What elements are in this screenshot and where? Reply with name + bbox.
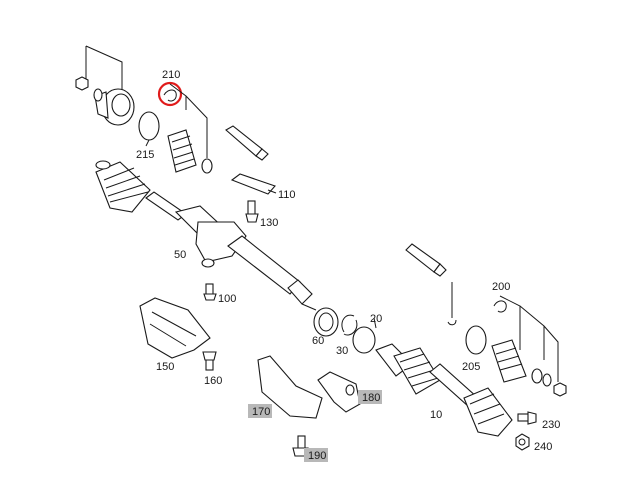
grease-tube-part[interactable] (225, 125, 269, 161)
label-bg-170 (248, 404, 272, 418)
label-130[interactable]: 130 (260, 217, 278, 229)
circlip-30-part[interactable] (341, 314, 358, 336)
main-drive-shaft-part[interactable] (95, 160, 317, 311)
clamp-ring-part[interactable] (201, 158, 213, 174)
upper-joint-kit (75, 45, 277, 223)
bolt-230-part[interactable] (517, 411, 537, 425)
label-160[interactable]: 160 (204, 375, 222, 387)
clip-200-part[interactable] (493, 300, 507, 313)
label-170[interactable]: 170 (252, 406, 270, 418)
label-230[interactable]: 230 (542, 419, 560, 431)
label-bg-180 (358, 390, 382, 404)
label-20[interactable]: 20 (370, 313, 382, 325)
bolt-100-part[interactable] (203, 283, 217, 301)
bracket-110-part[interactable] (230, 173, 277, 195)
heat-shield-150-part[interactable] (139, 297, 211, 359)
label-30[interactable]: 30 (336, 345, 348, 357)
lower-drive-shaft-part[interactable] (375, 343, 513, 437)
clip-210-part[interactable] (157, 81, 183, 107)
label-110[interactable]: 110 (278, 189, 296, 201)
label-210[interactable]: 210 (162, 69, 180, 81)
axle-boot-part[interactable] (167, 129, 197, 173)
grease-tube-right-part[interactable] (405, 243, 441, 273)
label-240[interactable]: 240 (534, 441, 552, 453)
label-150[interactable]: 150 (156, 361, 174, 373)
nut-240-part[interactable] (515, 433, 530, 451)
label-100[interactable]: 100 (218, 293, 236, 305)
bolt-130-part[interactable] (245, 200, 259, 223)
label-200[interactable]: 200 (492, 281, 510, 293)
label-180[interactable]: 180 (362, 392, 380, 404)
label-215[interactable]: 215 (136, 149, 154, 161)
right-joint-kit (405, 243, 567, 397)
label-50[interactable]: 50 (174, 249, 186, 261)
ring-215-part[interactable] (138, 111, 160, 141)
boot-right-part[interactable] (491, 339, 527, 383)
bolt-160-part[interactable] (202, 351, 217, 371)
label-10[interactable]: 10 (430, 409, 442, 421)
label-bg-190 (304, 448, 328, 462)
outer-cv-joint-part[interactable] (93, 88, 135, 126)
label-190[interactable]: 190 (308, 450, 326, 462)
ring-60-part[interactable] (313, 307, 339, 337)
selection-highlight-ring (157, 81, 183, 107)
small-nut-part[interactable] (75, 76, 89, 91)
label-60[interactable]: 60 (312, 335, 324, 347)
ring-20-part[interactable] (352, 326, 376, 354)
label-205[interactable]: 205 (462, 361, 480, 373)
ring-205-part[interactable] (465, 325, 487, 355)
bracket-170-part[interactable] (257, 355, 323, 419)
